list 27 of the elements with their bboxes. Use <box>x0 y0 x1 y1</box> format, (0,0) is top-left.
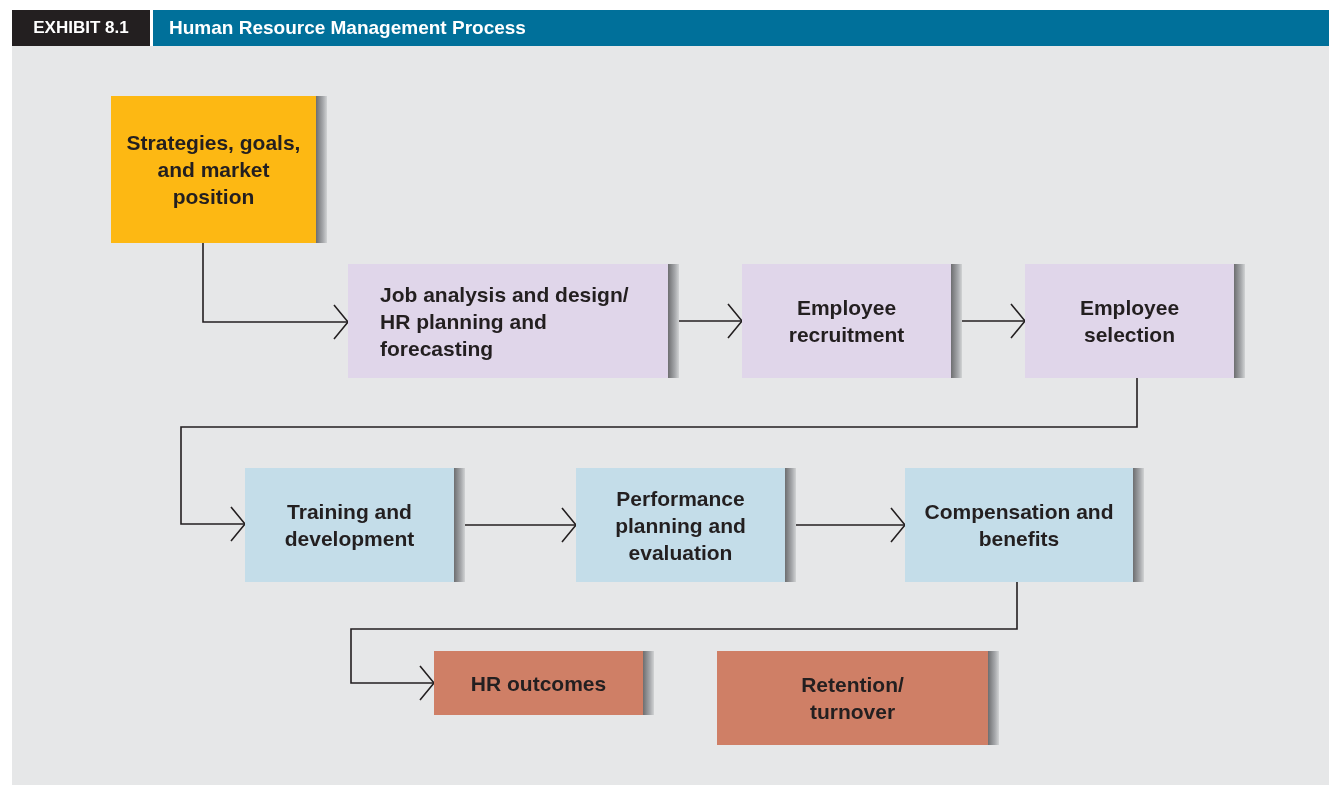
process-box <box>434 651 654 715</box>
box-label: Retention/ turnover <box>800 672 905 725</box>
box-label: Employee selection <box>1078 295 1181 348</box>
arrow <box>795 507 906 543</box>
process-box <box>905 468 1144 582</box>
process-box <box>348 264 679 378</box>
box-label: HR outcomes <box>470 670 607 697</box>
box-label: Performance planning and evaluation <box>614 485 747 566</box>
process-box <box>742 264 962 378</box>
process-box <box>576 468 796 582</box>
title-bar: Human Resource Management Process <box>153 10 1329 46</box>
process-box <box>1025 264 1245 378</box>
box-label: Employee recruitment <box>787 295 906 348</box>
arrow <box>180 377 1138 542</box>
box-label: Compensation and benefits <box>923 499 1115 552</box>
exhibit-label: EXHIBIT 8.1 <box>12 10 153 46</box>
box-label: Job analysis and design/ HR planning and forecasting <box>380 281 630 362</box>
process-box <box>245 468 465 582</box>
arrow <box>202 242 349 340</box>
arrow <box>678 303 743 339</box>
box-label: Strategies, goals, and market position <box>125 130 302 210</box>
box-label: Training and development <box>283 499 416 552</box>
process-box <box>717 651 999 745</box>
arrow <box>350 581 1018 701</box>
process-box <box>111 96 327 243</box>
arrow <box>464 507 577 543</box>
arrow <box>961 303 1026 339</box>
